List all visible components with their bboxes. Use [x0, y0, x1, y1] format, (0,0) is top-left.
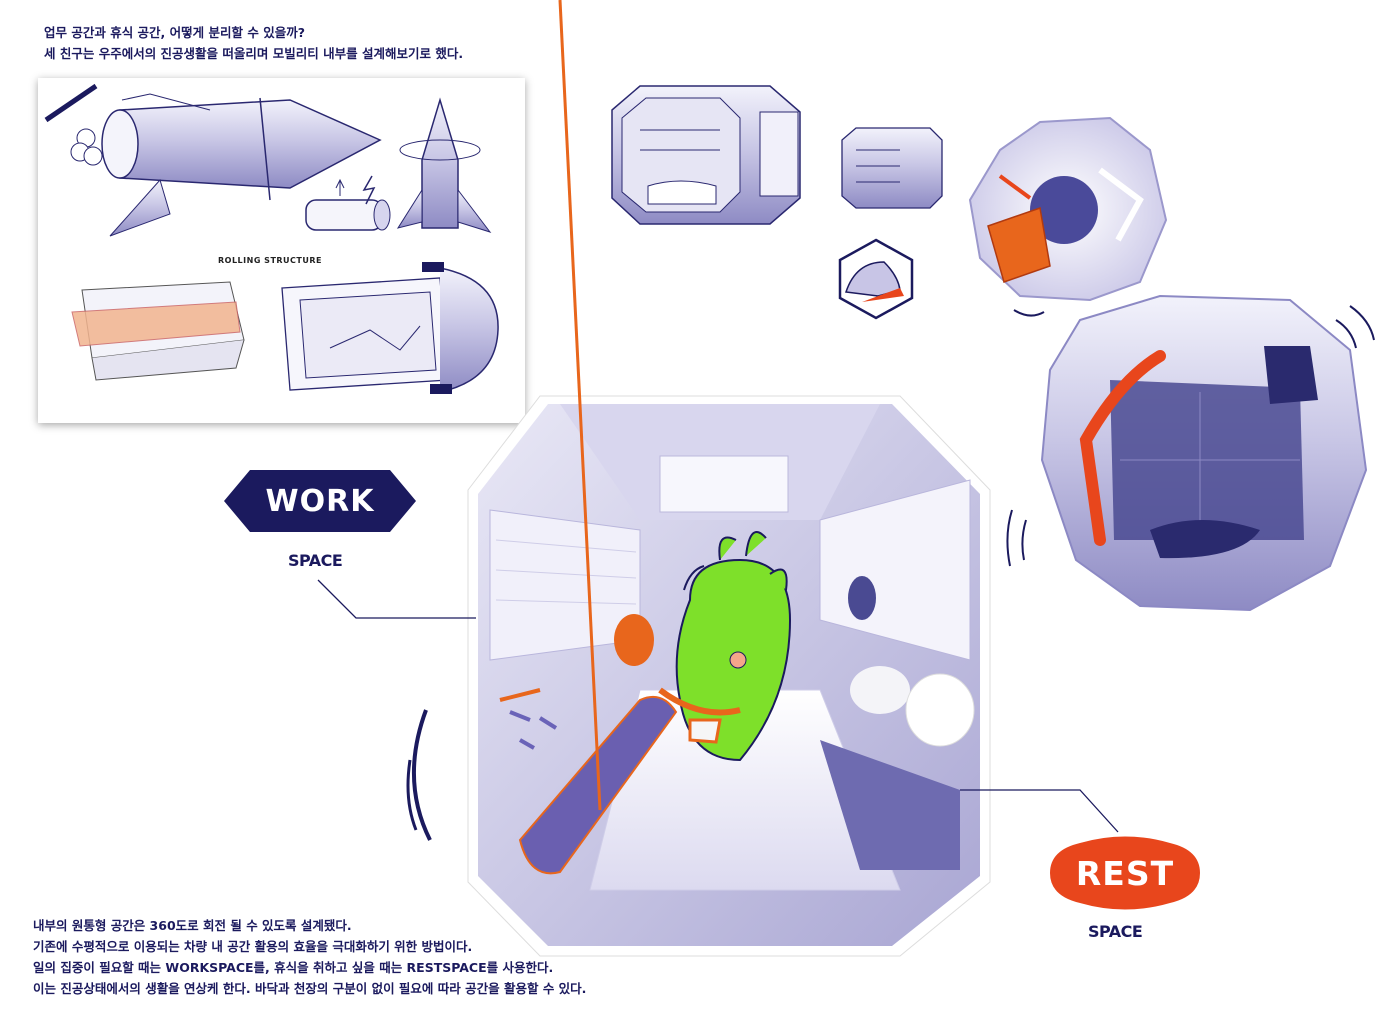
outro-line-4: 이는 진공상태에서의 생활을 연상케 한다. 바닥과 천장의 구분이 없이 필요… [33, 981, 587, 996]
intro-text: 업무 공간과 휴식 공간, 어떻게 분리할 수 있을까? 세 친구는 우주에서의… [44, 22, 463, 64]
module-sketch-large [611, 85, 801, 225]
module-sketch-small [841, 127, 943, 209]
rotating-module-render [968, 116, 1168, 317]
rocket-sketch [44, 83, 492, 237]
rest-badge-shape [1050, 836, 1200, 910]
rest-space-label: SPACE [1088, 922, 1143, 941]
outro-line-2: 기존에 수평적으로 이용되는 차량 내 공간 활용의 효율을 극대화하기 위한 … [33, 939, 473, 954]
work-space-label: SPACE [288, 551, 343, 570]
outro-line-1: 내부의 원통형 공간은 360도로 회전 될 수 있도록 설계됐다. [33, 918, 352, 933]
rest-badge-label: REST [1075, 853, 1175, 893]
rolling-structure-label: ROLLING STRUCTURE [218, 256, 323, 265]
character-illustration [658, 531, 792, 762]
outro-line-3: 일의 집중이 필요할 때는 WORKSPACE를, 휴식을 취하고 싶을 때는 … [33, 960, 554, 975]
work-connector [317, 579, 476, 619]
work-badge-shape [224, 470, 416, 532]
rolling-structure-sketch [71, 262, 499, 394]
intro-line-1: 업무 공간과 휴식 공간, 어떻게 분리할 수 있을까? [44, 25, 305, 40]
outro-text: 내부의 원통형 공간은 360도로 회전 될 수 있도록 설계됐다. 기존에 수… [33, 915, 586, 999]
desk-module-render [1006, 294, 1375, 612]
intro-line-2: 세 친구는 우주에서의 진공생활을 떠올리며 모빌리티 내부를 설계해보기로 했… [44, 46, 464, 61]
rest-connector [960, 789, 1119, 833]
hexagon-icon [838, 238, 914, 320]
work-badge-label: WORK [265, 483, 375, 519]
